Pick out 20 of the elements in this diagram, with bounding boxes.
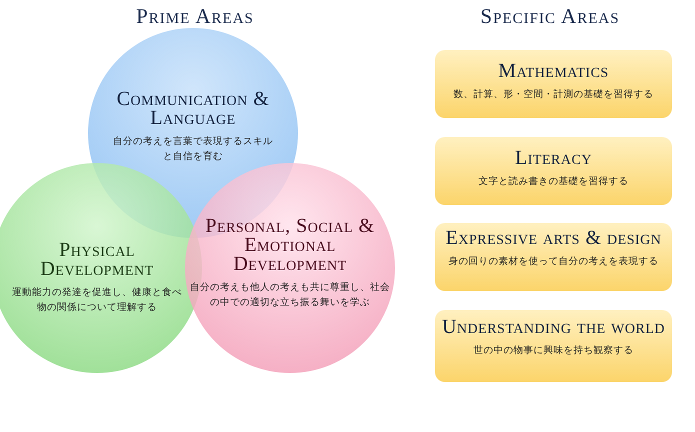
area-card [435, 137, 672, 205]
area-description: 文字と読み書きの基礎を習得する [478, 175, 630, 189]
section-heading: Prime Areas [135, 4, 255, 29]
area-description: 自分の考えも他人の考えも共に尊重し、社会の中での適切な立ち振る舞いを学ぶ [190, 281, 390, 310]
area-title: Mathematics [497, 62, 610, 81]
area-description: 世の中の物事に興味を持ち観察する [472, 344, 634, 358]
area-description: 自分の考えを言葉で表現するスキルと自信を育む [113, 135, 273, 164]
area-description: 運動能力の発達を促進し、健康と食べ物の関係について理解する [12, 286, 182, 315]
area-description: 身の回りの素材を使って自分の考えを表現する [448, 255, 660, 269]
area-title: Understanding the world [440, 318, 666, 337]
area-title: Expressive arts & design [444, 229, 662, 248]
area-description: 数、計算、形・空間・計測の基礎を習得する [452, 88, 654, 102]
area-card [435, 223, 672, 291]
section-heading: Specific Areas [479, 4, 621, 29]
area-title: Personal, Social & Emotional Development [205, 217, 375, 274]
area-card [435, 50, 672, 118]
area-title: Literacy [514, 149, 593, 168]
area-card [435, 310, 672, 382]
area-title: Physical Development [39, 241, 155, 279]
area-title: Communication & Language [116, 90, 270, 128]
